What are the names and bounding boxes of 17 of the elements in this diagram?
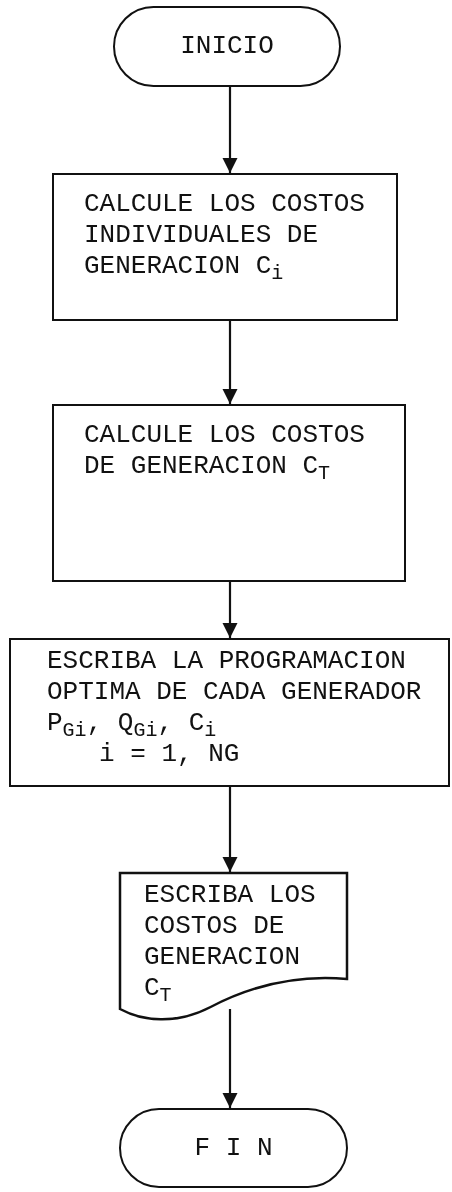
step-text: ESCRIBA LOS COSTOS DE GENERACION C$_{T}$: [144, 880, 317, 1004]
formula-text: i = 1, NG: [98, 739, 241, 770]
process-box: [9, 638, 450, 787]
formula-text: P$_{Gi}$, Q$_{Gi}$, C$_{i}$: [47, 708, 218, 739]
process-box: [52, 173, 398, 321]
step-text: CALCULE LOS COSTOS INDIVIDUALES DE GENERACION C$_{i}$: [84, 189, 366, 282]
arrow: [222, 787, 238, 872]
arrow: [222, 582, 238, 638]
arrow: [222, 321, 238, 404]
document-shape: [119, 872, 348, 1019]
step-text: INICIO: [180, 31, 274, 62]
process-box: [52, 404, 406, 582]
step-text: F I N: [194, 1132, 273, 1164]
arrow: [222, 87, 238, 173]
step-text: CALCULE LOS COSTOS DE GENERACION C$_{T}$: [84, 420, 366, 482]
arrow: [222, 1009, 238, 1108]
step-text: ESCRIBA LA PROGRAMACION OPTIMA DE CADA GENERADOR: [47, 646, 423, 708]
